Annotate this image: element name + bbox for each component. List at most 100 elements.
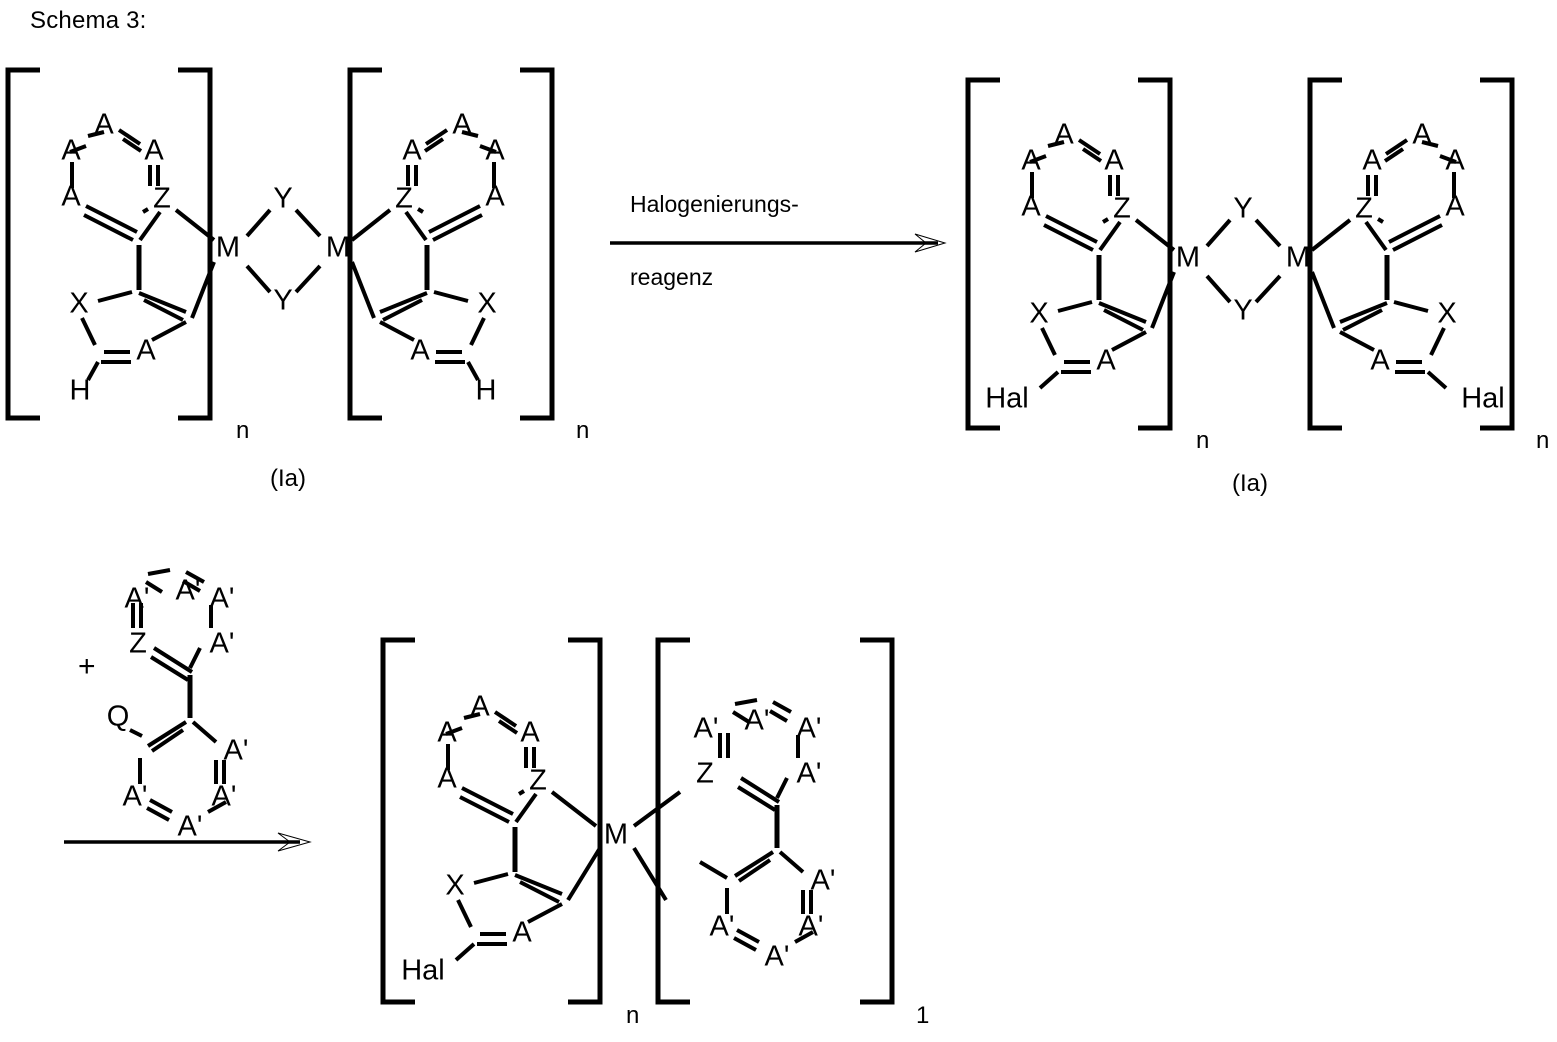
bracket-subscript-n: n bbox=[236, 417, 250, 444]
rg-b5 bbox=[149, 798, 173, 814]
atom-label-Hal: Hal bbox=[401, 955, 445, 987]
b2-Y1-M2 bbox=[1254, 218, 1282, 248]
bracket-right-open bbox=[347, 67, 382, 421]
atom-label-A: A bbox=[1412, 119, 1432, 151]
b2-r6-6 bbox=[1045, 214, 1098, 244]
atom-label-A-prime: A' bbox=[710, 911, 735, 943]
bond-r5-b3 bbox=[469, 317, 486, 346]
compound-label-reactant: (Ia) bbox=[270, 465, 306, 492]
rg-b5b bbox=[146, 806, 170, 822]
atom-label-A-prime: A' bbox=[797, 713, 822, 745]
atom-label-A: A bbox=[136, 335, 156, 367]
bracket-subscript-n: n bbox=[626, 1002, 640, 1029]
bracket-left-close-2 bbox=[1138, 77, 1173, 431]
atom-label-A: A bbox=[1021, 191, 1041, 223]
atom-label-M: M bbox=[326, 232, 350, 264]
b2-bond-Hal2 bbox=[1426, 370, 1448, 390]
bond-ring6-a6 bbox=[85, 204, 138, 234]
bp-M-Z2 bbox=[632, 790, 682, 828]
atom-label-A: A bbox=[1021, 145, 1041, 177]
bp-bond-Hal bbox=[454, 942, 476, 962]
bond-ring6-close bbox=[138, 210, 162, 242]
atom-label-A: A bbox=[1096, 345, 1116, 377]
atom-label-A-prime: A' bbox=[694, 713, 719, 745]
bracket-bp-left-open bbox=[380, 637, 415, 1005]
bp-l6-2 bbox=[463, 712, 481, 720]
b2-r6-2 bbox=[1047, 140, 1065, 148]
bp-l5-3 bbox=[456, 899, 473, 928]
atom-label-A: A bbox=[452, 109, 472, 141]
bp-r6-3b bbox=[768, 709, 789, 723]
atom-label-X: X bbox=[1029, 298, 1048, 330]
atom-label-A-prime: A' bbox=[210, 628, 235, 660]
bracket-bp-left-close bbox=[568, 637, 603, 1005]
atom-label-A-prime: A' bbox=[765, 941, 790, 973]
bp-l5-5 bbox=[527, 902, 563, 924]
atom-label-X: X bbox=[1437, 298, 1456, 330]
b2-r6-6b bbox=[1043, 223, 1094, 252]
rg-t7 bbox=[188, 647, 202, 669]
bond-r6-bZc bbox=[416, 207, 425, 214]
b2-Y2-M2 bbox=[1254, 274, 1282, 304]
b2-M1-Y2 bbox=[1205, 274, 1232, 304]
bond-C-to-M bbox=[190, 261, 216, 319]
bond-M2-Z2 bbox=[350, 208, 392, 242]
rg-t2 bbox=[147, 568, 171, 576]
atom-label-Hal: Hal bbox=[1461, 383, 1505, 415]
b2-r5-3 bbox=[1040, 327, 1057, 356]
b2-r5-5 bbox=[1111, 330, 1147, 352]
rg-t6 bbox=[152, 646, 194, 674]
bp-r6-6b bbox=[736, 785, 777, 812]
atom-label-A: A bbox=[1104, 145, 1124, 177]
b2-rr5-2 bbox=[1339, 301, 1388, 324]
reagent-label-line2: reagenz bbox=[630, 264, 714, 290]
atom-label-A: A bbox=[144, 135, 164, 167]
atom-label-A-prime: A' bbox=[178, 811, 203, 843]
rg-b1b bbox=[150, 728, 185, 753]
b2-r6-3 bbox=[1077, 138, 1102, 156]
rg-b6 bbox=[207, 800, 227, 814]
bp-rb-5 bbox=[736, 928, 760, 944]
b2-M2-Z2 bbox=[1310, 218, 1352, 252]
atom-label-A: A bbox=[520, 717, 540, 749]
atom-label-M: M bbox=[604, 819, 628, 851]
rg-b1 bbox=[146, 720, 188, 748]
atom-label-A: A bbox=[1054, 119, 1074, 151]
bp-rb-6 bbox=[794, 930, 814, 944]
bond-ring5-2 bbox=[138, 291, 187, 314]
atom-label-A-prime: A' bbox=[224, 735, 249, 767]
atom-label-Y: Y bbox=[1233, 295, 1252, 327]
page-title: Schema 3: bbox=[30, 7, 147, 34]
atom-label-A-prime: A' bbox=[210, 583, 235, 615]
bracket-subscript-n: n bbox=[1196, 427, 1210, 454]
b2-r5-2b bbox=[1103, 308, 1144, 332]
atom-label-A: A bbox=[402, 135, 422, 167]
rg-t6b bbox=[149, 655, 190, 682]
bond-ring5-3 bbox=[80, 317, 97, 346]
atom-label-Y: Y bbox=[273, 183, 292, 215]
b2-bond-Z-M bbox=[1134, 218, 1176, 252]
b2-rr6-2 bbox=[1421, 140, 1439, 148]
bond-to-H bbox=[86, 361, 100, 381]
bp-r6-6 bbox=[739, 776, 781, 804]
bp-rb-1b bbox=[737, 858, 772, 883]
b2-rr6-3 bbox=[1384, 138, 1409, 156]
bond-ring6-a2 bbox=[87, 130, 105, 138]
bond-ring5-5 bbox=[151, 320, 187, 342]
b2-rr6-6b bbox=[1392, 223, 1443, 252]
atom-label-Y: Y bbox=[1233, 193, 1252, 225]
bp-l5-2 bbox=[514, 873, 563, 896]
bp-M-C2 bbox=[632, 846, 668, 902]
atom-label-A-prime: A' bbox=[799, 911, 824, 943]
bracket-right-open-2 bbox=[1307, 77, 1342, 431]
atom-label-A-prime: A' bbox=[123, 781, 148, 813]
rg-bond-Q bbox=[129, 728, 143, 738]
bond-r5-b5 bbox=[379, 320, 415, 342]
bp-bond-C-M bbox=[566, 846, 602, 902]
b2-r5-2 bbox=[1098, 301, 1147, 324]
b2-r6-1 bbox=[1029, 154, 1047, 164]
b2-rr6-close bbox=[1364, 220, 1388, 252]
